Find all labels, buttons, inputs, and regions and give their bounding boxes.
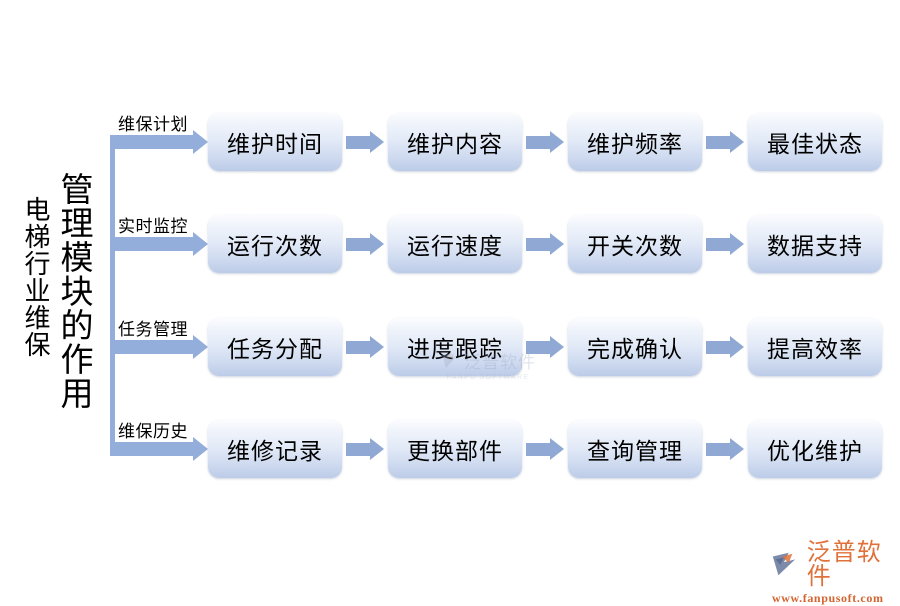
branch-arrow-shaft — [110, 237, 193, 251]
connector-arrow-head — [370, 438, 384, 460]
connector-arrow — [346, 438, 384, 460]
branch-arrow-shaft — [110, 340, 193, 354]
connector-arrow — [706, 438, 744, 460]
connector-arrow-head — [550, 233, 564, 255]
connector-arrow-head — [730, 233, 744, 255]
connector-arrow-shaft — [706, 443, 730, 456]
branch-label: 维保历史 — [118, 422, 188, 442]
branch-arrow-shaft — [110, 135, 193, 149]
node-box[interactable]: 运行次数 — [208, 215, 342, 273]
branch-arrow-head — [193, 130, 208, 154]
connector-arrow-shaft — [346, 238, 370, 251]
node-box[interactable]: 运行速度 — [388, 215, 522, 273]
connector-arrow-shaft — [526, 443, 550, 456]
connector-arrow — [526, 336, 564, 358]
connector-arrow — [346, 336, 384, 358]
connector-arrow-shaft — [526, 341, 550, 354]
connector-arrow-shaft — [706, 136, 730, 149]
connector-arrow — [526, 233, 564, 255]
node-box[interactable]: 维护频率 — [568, 113, 702, 171]
fanpu-logo-icon — [772, 552, 796, 576]
connector-arrow-head — [370, 336, 384, 358]
connector-arrow-head — [550, 336, 564, 358]
connector-arrow — [346, 233, 384, 255]
connector-arrow-head — [550, 131, 564, 153]
branch-arrow-shaft — [110, 442, 193, 456]
company-logo-text: 泛普软件 — [806, 538, 882, 590]
connector-arrow-shaft — [526, 238, 550, 251]
connector-arrow — [706, 233, 744, 255]
connector-arrow — [706, 336, 744, 358]
connector-arrow — [526, 438, 564, 460]
branch-arrow-head — [193, 232, 208, 256]
branch-label: 实时监控 — [118, 217, 188, 237]
connector-arrow-head — [730, 131, 744, 153]
connector-arrow-head — [730, 336, 744, 358]
branch-label: 维保计划 — [118, 115, 188, 135]
connector-arrow-shaft — [706, 238, 730, 251]
branch-arrow-head — [193, 437, 208, 461]
connector-arrow-head — [730, 438, 744, 460]
node-box[interactable]: 更换部件 — [388, 420, 522, 478]
connector-arrow — [706, 131, 744, 153]
connector-arrow-head — [370, 233, 384, 255]
connector-arrow — [346, 131, 384, 153]
node-box[interactable]: 进度跟踪 — [388, 318, 522, 376]
node-box[interactable]: 最佳状态 — [748, 113, 882, 171]
connector-arrow — [526, 131, 564, 153]
node-box[interactable]: 维护时间 — [208, 113, 342, 171]
node-box[interactable]: 维护内容 — [388, 113, 522, 171]
node-box[interactable]: 查询管理 — [568, 420, 702, 478]
connector-arrow-shaft — [706, 341, 730, 354]
diagram-title-sub: 电梯行业维保 — [20, 196, 50, 358]
company-logo: 泛普软件 www.fanpusoft.com — [770, 540, 900, 606]
connector-arrow-head — [370, 131, 384, 153]
connector-arrow-shaft — [526, 136, 550, 149]
connector-arrow-head — [550, 438, 564, 460]
branch-label: 任务管理 — [118, 320, 188, 340]
connector-arrow-shaft — [346, 136, 370, 149]
branch-arrow-head — [193, 335, 208, 359]
node-box[interactable]: 完成确认 — [568, 318, 702, 376]
node-box[interactable]: 提高效率 — [748, 318, 882, 376]
connector-arrow-shaft — [346, 341, 370, 354]
connector-arrow-shaft — [346, 443, 370, 456]
node-box[interactable]: 开关次数 — [568, 215, 702, 273]
node-box[interactable]: 维修记录 — [208, 420, 342, 478]
diagram-title-main: 管理模块的作用 — [55, 172, 94, 410]
company-logo-url: www.fanpusoft.com — [772, 591, 884, 605]
node-box[interactable]: 数据支持 — [748, 215, 882, 273]
node-box[interactable]: 任务分配 — [208, 318, 342, 376]
node-box[interactable]: 优化维护 — [748, 420, 882, 478]
branch-spine — [110, 135, 115, 456]
